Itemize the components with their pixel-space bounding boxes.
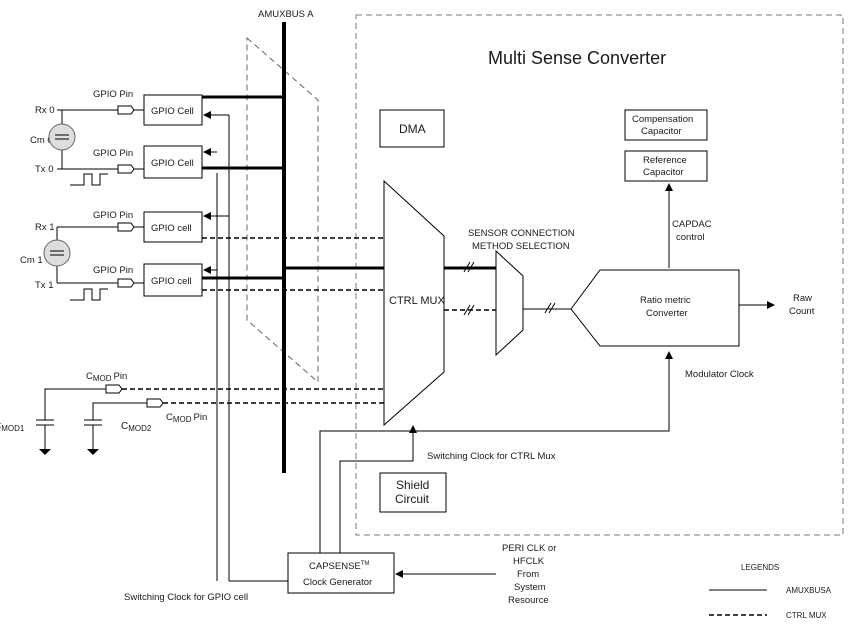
amuxbus-label: AMUXBUS A bbox=[258, 9, 314, 20]
gpio-pin-label-3: GPIO Pin bbox=[93, 210, 133, 221]
tx0-label: Tx 0 bbox=[35, 164, 53, 175]
shield-line1: Shield bbox=[396, 478, 429, 492]
gpio-cell-2-label: GPIO Cell bbox=[151, 158, 194, 169]
capdac-line1: CAPDAC bbox=[672, 219, 712, 230]
rx0-label: Rx 0 bbox=[35, 105, 55, 116]
cmod-pin-icon-1 bbox=[105, 384, 123, 394]
switching-gpio-label: Switching Clock for GPIO cell bbox=[124, 592, 248, 603]
gpio-pin-icon-1 bbox=[117, 105, 135, 115]
cmod2-ground-icon bbox=[87, 449, 99, 455]
sensor-selection-mux bbox=[495, 249, 524, 357]
gpio-pin-icon-3 bbox=[117, 222, 135, 232]
sel-slash-1 bbox=[544, 302, 552, 314]
legend-title: LEGENDS bbox=[741, 563, 779, 572]
legend-solid-label: AMUXBUSA bbox=[786, 586, 832, 595]
capdac-line2: control bbox=[676, 232, 705, 243]
tx1-pulse-icon bbox=[70, 288, 108, 301]
gpio-pin-icon-4 bbox=[117, 278, 135, 288]
modulator-clock-label: Modulator Clock bbox=[685, 369, 754, 380]
compensation-capacitor-block bbox=[624, 109, 708, 141]
gpio-pin-icon-2 bbox=[117, 164, 135, 174]
ratio-line1: Ratio metric bbox=[640, 295, 691, 306]
ctrl-mux-label: CTRL MUX bbox=[389, 295, 445, 307]
compensation-line2: Capacitor bbox=[641, 126, 682, 137]
dma-block bbox=[379, 109, 445, 148]
ratio-line2: Converter bbox=[646, 308, 688, 319]
cmod1-label: CMOD1 bbox=[0, 421, 25, 433]
ctrlmux-clock-wire bbox=[339, 425, 417, 560]
shield-circuit-block bbox=[379, 472, 447, 513]
cmod2-wire bbox=[92, 402, 147, 420]
clkgen-line2: Clock Generator bbox=[303, 577, 372, 588]
raw-line2: Count bbox=[789, 306, 815, 317]
tx0-pulse-icon bbox=[70, 173, 108, 186]
cm0-capacitor-icon bbox=[48, 123, 76, 151]
compensation-line1: Compensation bbox=[632, 114, 693, 125]
legend-dashed-label: CTRL MUX bbox=[786, 611, 827, 620]
raw-line1: Raw bbox=[793, 293, 812, 304]
mux-slash-1 bbox=[463, 304, 471, 316]
gpio-cell-2 bbox=[143, 145, 203, 179]
bus-slash-1 bbox=[463, 261, 471, 273]
gpio-cell-1 bbox=[143, 94, 203, 126]
reference-line1: Reference bbox=[643, 155, 687, 166]
cmod1-wire bbox=[44, 388, 106, 420]
peri-line1: PERI CLK or bbox=[502, 543, 556, 554]
gpio-cell-1-label: GPIO Cell bbox=[151, 106, 194, 117]
sel-slash-2 bbox=[548, 302, 556, 314]
sensor-sel-line1: SENSOR CONNECTION bbox=[468, 228, 575, 239]
cmod1-ground-icon bbox=[39, 449, 51, 455]
gpio-pin-label-2: GPIO Pin bbox=[93, 148, 133, 159]
converter-boundary bbox=[355, 14, 844, 536]
amuxbus-plane bbox=[246, 36, 319, 384]
clkgen-line1: CAPSENSETM bbox=[309, 561, 369, 572]
tx1-label: Tx 1 bbox=[35, 280, 53, 291]
gpio-pin-label-1: GPIO Pin bbox=[93, 89, 133, 100]
gpio-cell-4-label: GPIO cell bbox=[151, 276, 192, 287]
clock-generator-block bbox=[287, 552, 395, 594]
peri-line2: HFCLK bbox=[513, 556, 545, 567]
sensor-sel-line2: METHOD SELECTION bbox=[472, 241, 570, 252]
peri-line3: From bbox=[517, 569, 539, 580]
peri-line4: System bbox=[514, 582, 546, 593]
gpio-cell-4 bbox=[143, 263, 203, 297]
gpio-cell-3-label: GPIO cell bbox=[151, 223, 192, 234]
cm0-label: Cm 0 bbox=[30, 135, 53, 146]
converter-title: Multi Sense Converter bbox=[488, 48, 666, 68]
cmod2-label: CMOD2 bbox=[121, 421, 152, 433]
mux-slash-2 bbox=[467, 304, 475, 316]
reference-line2: Capacitor bbox=[643, 167, 684, 178]
cm1-capacitor-icon bbox=[43, 239, 71, 267]
gpio-cell-3 bbox=[143, 211, 203, 243]
dma-label: DMA bbox=[399, 122, 426, 136]
shield-line2: Circuit bbox=[395, 492, 430, 506]
ratio-metric-converter bbox=[570, 269, 740, 347]
modulator-clock-wire bbox=[319, 351, 673, 581]
cmod-pin-icon-2 bbox=[146, 398, 164, 408]
bus-slash-2 bbox=[467, 261, 475, 273]
gpio-pin-label-4: GPIO Pin bbox=[93, 265, 133, 276]
ctrl-mux-block bbox=[383, 179, 445, 427]
cm1-label: Cm 1 bbox=[20, 255, 43, 266]
reference-capacitor-block bbox=[624, 150, 708, 182]
switching-ctrl-label: Switching Clock for CTRL Mux bbox=[427, 451, 556, 462]
peri-line5: Resource bbox=[508, 595, 549, 606]
rx1-label: Rx 1 bbox=[35, 222, 55, 233]
